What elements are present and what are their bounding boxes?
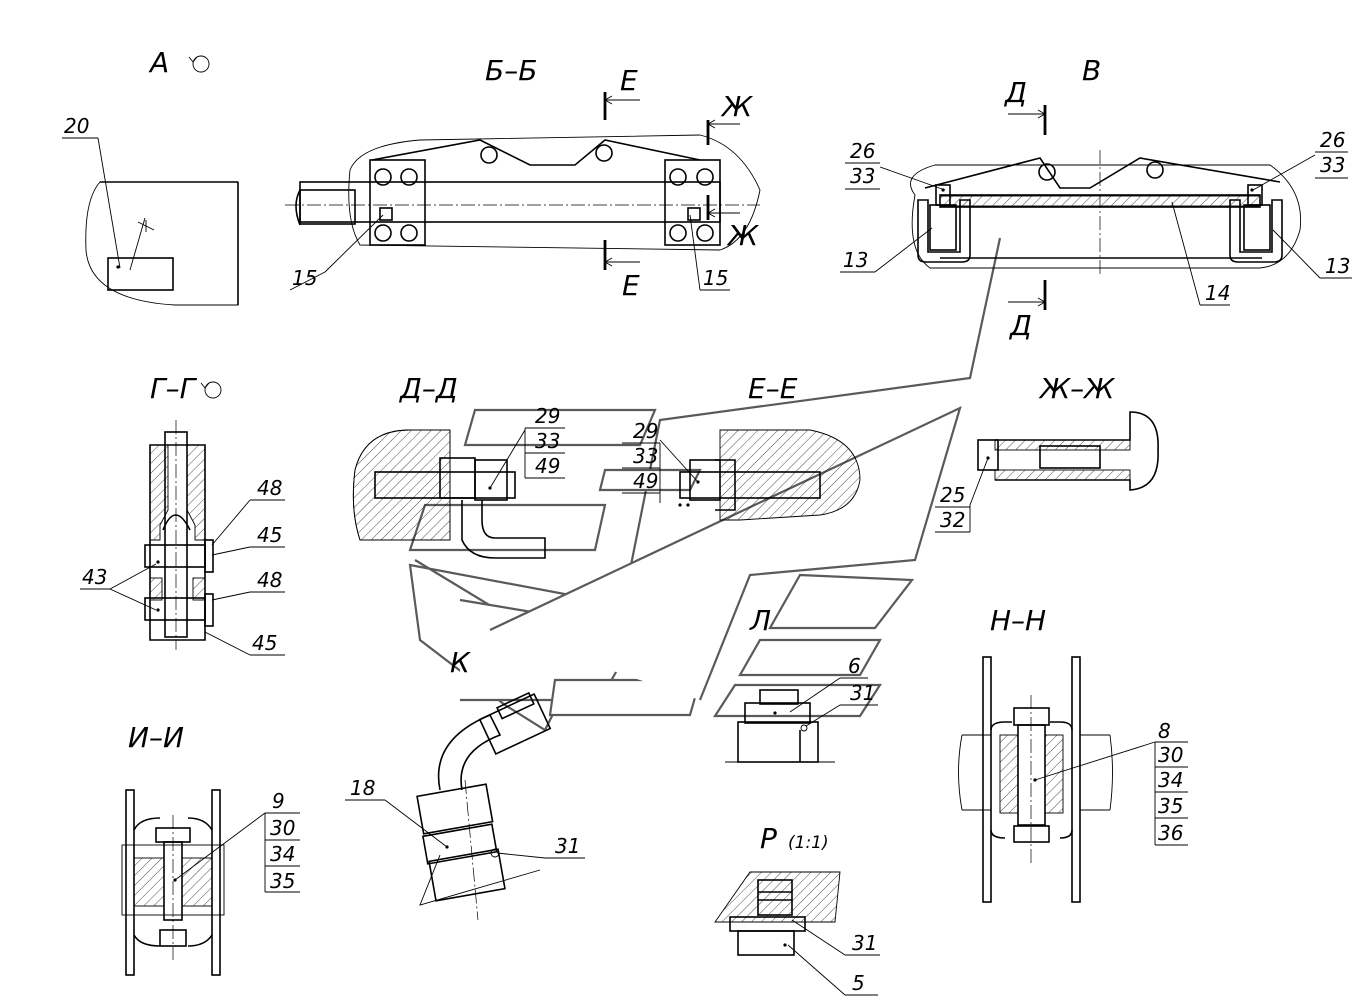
callout-35-nn: 35 [1158,794,1183,818]
callout-33-right: 33 [1320,153,1345,177]
section-mark-zh-bottom: Ж [726,219,760,252]
callout-48-top: 48 [257,476,282,500]
callout-33-ee: 33 [633,444,658,468]
view-a-title: А [148,46,169,79]
callout-18: 18 [350,776,375,800]
callout-29-dd: 29 [535,404,560,428]
view-bb: Б–Б 15 15 Е Е Ж Ж [285,54,761,302]
callout-26-right: 26 [1320,128,1345,152]
callout-5: 5 [852,971,865,995]
callout-20: 20 [64,114,89,138]
section-mark-e-bottom: Е [622,269,640,302]
callout-32: 32 [940,508,965,532]
section-mark-d-top: Д [1003,76,1027,109]
callout-30-ii: 30 [270,816,295,840]
callout-8: 8 [1158,719,1171,743]
view-r-scale: (1:1) [788,833,829,853]
callout-30-nn: 30 [1158,743,1183,767]
callout-45-bottom: 45 [252,631,277,655]
view-zhzh: Ж–Ж 25 32 [935,372,1159,533]
view-dd: Д–Д 29 33 49 [352,372,565,559]
view-nn: Н–Н 8 30 34 35 36 [958,604,1188,903]
view-v: В 26 33 26 33 13 13 14 [840,54,1352,342]
view-zhzh-title: Ж–Ж [1038,372,1116,405]
callout-35-ii: 35 [270,869,295,893]
section-mark-e-top: Е [620,64,638,97]
view-nn-title: Н–Н [990,604,1046,637]
view-k: К 18 31 [345,646,585,921]
callout-31-k: 31 [555,834,580,858]
callout-13-left: 13 [843,248,868,272]
view-bb-title: Б–Б [485,54,537,87]
rotate-arrow-icon [188,55,210,73]
view-gg: Г–Г 48 45 48 45 43 [80,372,285,656]
callout-6: 6 [848,654,861,678]
callout-29-ee: 29 [633,419,658,443]
callout-48-bottom: 48 [257,568,282,592]
view-gg-title: Г–Г [150,372,198,405]
callout-31-r: 31 [852,931,877,955]
callout-25: 25 [940,483,965,507]
callout-15-left: 15 [292,266,317,290]
section-mark-zh-top: Ж [720,90,754,123]
callout-33-dd: 33 [535,429,560,453]
rotate-arrow-icon [200,381,222,399]
view-ee: Е–Е 29 33 49 [622,372,861,521]
view-dd-title: Д–Д [398,372,458,405]
callout-43: 43 [82,565,107,589]
view-l: Л 6 31 [725,604,878,763]
view-r: Р (1:1) 31 5 [714,822,880,996]
callout-9: 9 [272,789,285,813]
callout-49-ee: 49 [633,469,658,493]
view-ii-title: И–И [128,721,184,754]
callout-34-nn: 34 [1158,768,1183,792]
callout-33-left: 33 [850,164,875,188]
view-v-title: В [1082,54,1101,87]
overlay-bands [408,237,1002,732]
view-r-title: Р [760,822,777,855]
callout-31-l: 31 [850,681,875,705]
view-ee-title: Е–Е [748,372,798,405]
callout-26-left: 26 [850,139,875,163]
callout-36: 36 [1158,821,1183,845]
view-a: А 20 [62,46,239,306]
view-ii: И–И 9 30 34 35 [121,721,300,976]
callout-45-top: 45 [257,523,282,547]
callout-15-right: 15 [703,266,728,290]
callout-34-ii: 34 [270,842,295,866]
callout-14: 14 [1205,281,1230,305]
callout-13-right: 13 [1325,254,1350,278]
view-k-title: К [450,646,471,679]
callout-49-dd: 49 [535,454,560,478]
view-l-title: Л [749,604,771,637]
section-mark-d-bottom: Д [1008,309,1032,342]
